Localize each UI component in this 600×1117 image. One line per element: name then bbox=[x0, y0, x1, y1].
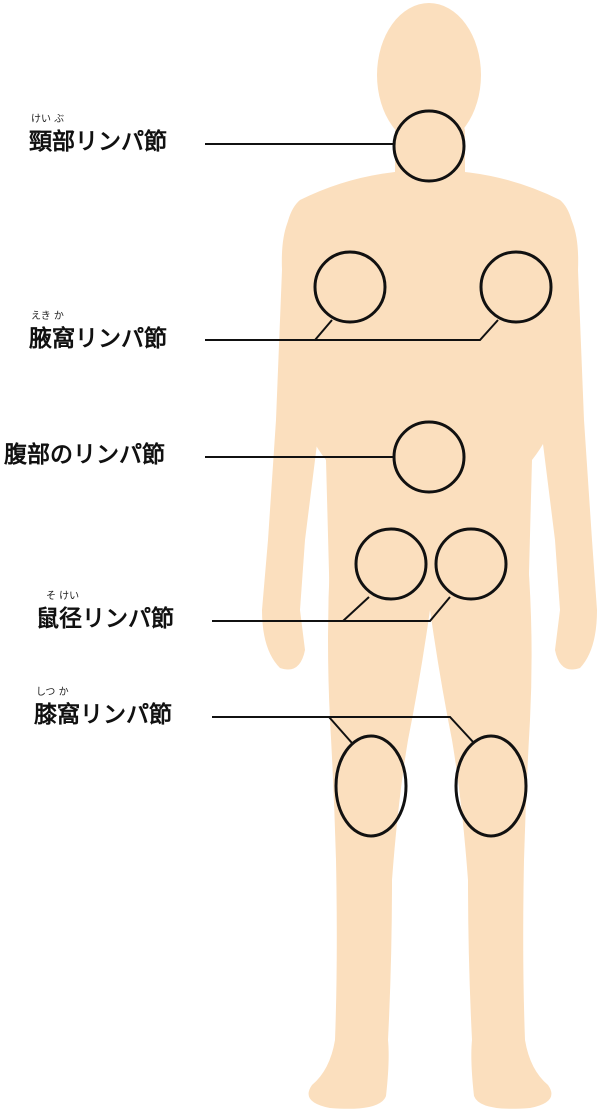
groin-label: 鼠径リンパ節 bbox=[36, 606, 174, 632]
groin-node-left-circle bbox=[354, 527, 428, 601]
knee-node-right-ellipse bbox=[454, 734, 528, 838]
leader-lines bbox=[205, 143, 499, 744]
knee-node-left-ellipse bbox=[334, 734, 408, 838]
groin-node-right-circle bbox=[434, 527, 508, 601]
node-markers bbox=[313, 109, 553, 838]
axilla-node-left-circle bbox=[313, 250, 387, 324]
neck-label: 頸部リンパ節 bbox=[29, 129, 167, 155]
axilla-leader-line bbox=[205, 319, 499, 341]
groin-leader-branch bbox=[342, 596, 370, 622]
axilla-label: 腋窩リンパ節 bbox=[29, 326, 167, 352]
axilla-node-right-circle bbox=[479, 250, 553, 324]
axilla-label-ruby: えき か bbox=[31, 311, 64, 322]
axilla-leader-branch bbox=[314, 319, 333, 341]
neck-label-ruby: けい ぶ bbox=[31, 114, 65, 125]
body-silhouette bbox=[262, 3, 597, 1109]
neck-node-circle bbox=[392, 109, 466, 183]
groin-leader-line bbox=[212, 596, 451, 622]
knee-label-ruby: しつ か bbox=[36, 687, 69, 698]
knee-leader-line bbox=[212, 716, 475, 744]
groin-label-ruby: そ けい bbox=[46, 591, 80, 602]
abdomen-label: 腹部のリンパ節 bbox=[4, 442, 165, 468]
knee-leader-branch bbox=[328, 716, 353, 744]
knee-label: 膝窩リンパ節 bbox=[34, 702, 172, 728]
